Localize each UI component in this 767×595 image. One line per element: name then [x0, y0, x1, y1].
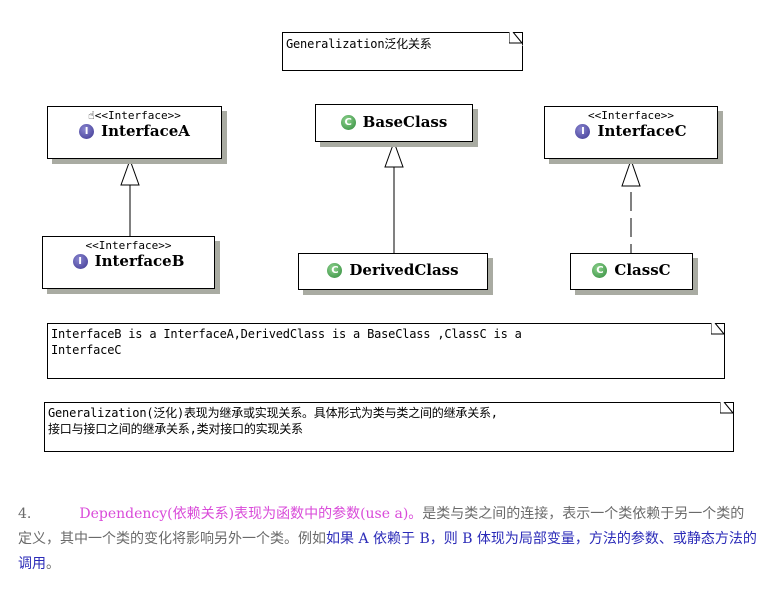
class-icon: C	[327, 262, 343, 278]
note-fold-icon	[509, 32, 523, 46]
interface-icon: I	[72, 253, 88, 269]
class-class-c[interactable]: C ClassC	[570, 253, 693, 290]
title-note: Generalization泛化关系	[282, 32, 523, 71]
title-note-text: Generalization泛化关系	[286, 37, 432, 51]
dependency-example: 如果 A 依赖于 B，则 B 体现为局部变量，方法的参数、或静态方法的调用	[18, 531, 757, 572]
class-interface-c[interactable]: <<Interface>> I InterfaceC	[544, 106, 718, 159]
generalization-arrow-derived-to-base	[384, 140, 404, 253]
hand-icon: ☝	[88, 109, 95, 122]
note-fold-icon	[720, 402, 734, 414]
class-name: InterfaceC	[597, 122, 687, 140]
interface-icon: I	[79, 123, 95, 139]
interface-icon: I	[575, 123, 591, 139]
class-name: BaseClass	[362, 113, 448, 131]
class-name: DerivedClass	[349, 261, 459, 279]
class-name: ClassC	[614, 261, 671, 279]
dependency-end: 。	[46, 556, 60, 572]
class-icon: C	[340, 114, 356, 130]
description-note-line1: Generalization(泛化)表现为继承或实现关系。具体形式为类与类之间的…	[48, 406, 498, 420]
realization-arrow-classc-to-c	[621, 158, 641, 253]
is-a-note-line1: InterfaceB is a InterfaceA,DerivedClass …	[51, 327, 522, 341]
note-fold-icon	[711, 323, 725, 335]
dependency-paragraph: 4. Dependency(依赖关系)表现为函数中的参数(use a)。是类与类之…	[18, 502, 758, 577]
stereotype-label: ☝<<Interface>>	[88, 109, 181, 122]
generalization-arrow-b-to-a	[120, 158, 140, 236]
paragraph-number: 4.	[18, 506, 32, 522]
is-a-note-line2: InterfaceC	[51, 343, 122, 357]
description-note-line2: 接口与接口之间的继承关系,类对接口的实现关系	[48, 422, 303, 436]
class-name: InterfaceA	[101, 122, 190, 140]
stereotype-label: <<Interface>>	[587, 109, 675, 122]
class-interface-a[interactable]: ☝<<Interface>> I InterfaceA	[47, 106, 222, 159]
description-note: Generalization(泛化)表现为继承或实现关系。具体形式为类与类之间的…	[44, 402, 734, 452]
class-name: InterfaceB	[94, 252, 185, 270]
dependency-body: 是类与类之间的连接，表示一个类依赖于另一个类的定义，其中一个类的变化将影响另外一…	[18, 506, 745, 547]
is-a-note: InterfaceB is a InterfaceA,DerivedClass …	[47, 323, 725, 379]
stereotype-label: <<Interface>>	[85, 239, 172, 252]
class-icon: C	[592, 262, 608, 278]
class-interface-b[interactable]: <<Interface>> I InterfaceB	[42, 236, 215, 289]
class-derived-class[interactable]: C DerivedClass	[298, 253, 488, 290]
class-base-class[interactable]: C BaseClass	[315, 104, 473, 142]
dependency-heading: Dependency(依赖关系)表现为函数中的参数(use a)。	[79, 506, 423, 522]
